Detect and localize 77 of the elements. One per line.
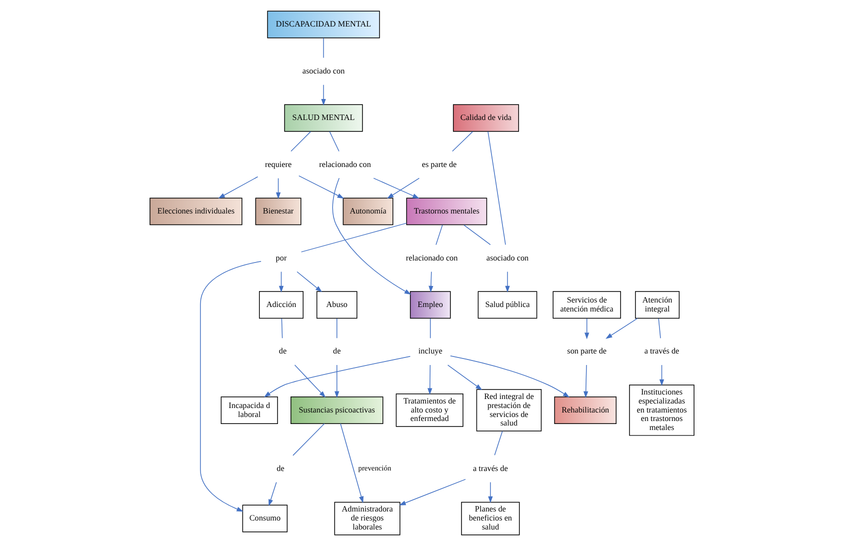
node-text: asociado con	[302, 66, 345, 76]
arrow	[334, 364, 340, 398]
arrow	[340, 423, 364, 504]
node-box: Adicción	[259, 291, 304, 319]
node-text: relacionado con	[406, 253, 458, 262]
node-box: Instituciones especializadas en tratamientos en trastornos metales	[629, 384, 694, 436]
connector	[281, 318, 283, 339]
node-box: Consumo	[242, 504, 288, 532]
arrow	[428, 271, 434, 293]
arrow	[200, 260, 262, 512]
node-box: Atención integral	[635, 291, 680, 319]
node-text: a través de	[473, 464, 508, 473]
node-box: Administradora de riesgos laborales	[334, 502, 400, 536]
arrow	[584, 364, 588, 398]
node-text: asociado con	[486, 253, 529, 262]
node-text: relacionado con	[319, 160, 371, 169]
arrow	[278, 271, 284, 293]
node-box: Autonomía	[342, 198, 394, 226]
node-text: de	[276, 464, 284, 473]
connector	[323, 38, 324, 58]
node-text: por	[276, 253, 287, 262]
node-box: Bienestar	[255, 198, 302, 226]
node-box: Elecciones individuales	[150, 198, 242, 226]
connector	[488, 131, 506, 246]
node-box: Planes de beneficios en salud	[461, 502, 520, 536]
node-box: Incapacida d laboral	[220, 396, 278, 424]
node-box: Red integral de prestación de servicios de salud	[476, 389, 542, 432]
node-text: de	[278, 346, 287, 356]
arrow	[450, 356, 570, 398]
node-text: es parte de	[422, 160, 457, 169]
node-box: Calidad de vida	[452, 104, 519, 132]
node-text: requiere	[264, 160, 292, 169]
arrow	[399, 478, 466, 506]
arrow	[386, 178, 420, 199]
arrow	[332, 178, 412, 295]
connector	[464, 224, 491, 246]
arrow	[321, 84, 326, 106]
connector	[494, 430, 503, 456]
arrow	[296, 271, 322, 292]
arrow	[606, 318, 638, 339]
node-text: son parte de	[567, 346, 607, 356]
arrow	[447, 364, 482, 390]
node-box: Salud pública	[478, 291, 538, 319]
connector	[658, 318, 661, 339]
arrow	[584, 318, 590, 340]
node-box: Rehabilitación	[554, 396, 617, 424]
connector	[300, 222, 407, 252]
node-text: a través de	[644, 346, 680, 356]
arrow	[264, 356, 411, 398]
node-box: Abuso	[316, 291, 358, 319]
node-box: Trastornos mentales	[406, 198, 488, 226]
arrow	[294, 364, 326, 398]
node-box: Tratamientos de alto costo y enfermedad	[396, 394, 464, 427]
connector	[452, 131, 474, 152]
node-box: SALUD MENTAL	[284, 104, 363, 132]
arrow	[268, 482, 277, 506]
arrow	[298, 175, 344, 199]
arrow	[488, 482, 493, 504]
arrow	[276, 178, 281, 200]
connector	[292, 423, 325, 456]
node-box: Sustancias psicoactivas	[290, 396, 384, 424]
node-box: Servicios de atención médica	[552, 291, 621, 319]
edge-label: prevención	[358, 464, 392, 473]
connector	[329, 131, 340, 152]
arrow	[373, 178, 420, 199]
node-text: de	[333, 346, 341, 356]
arrow	[505, 271, 510, 293]
node-box: Empleo	[410, 291, 451, 319]
connector	[436, 224, 443, 246]
connector	[290, 131, 312, 152]
connector	[336, 318, 338, 339]
arrow	[218, 176, 258, 198]
connector	[430, 318, 431, 339]
node-text: incluye	[418, 346, 442, 356]
arrow	[428, 364, 432, 395]
arrow	[659, 364, 664, 386]
node-box: DISCAPACIDAD MENTAL	[267, 10, 380, 38]
